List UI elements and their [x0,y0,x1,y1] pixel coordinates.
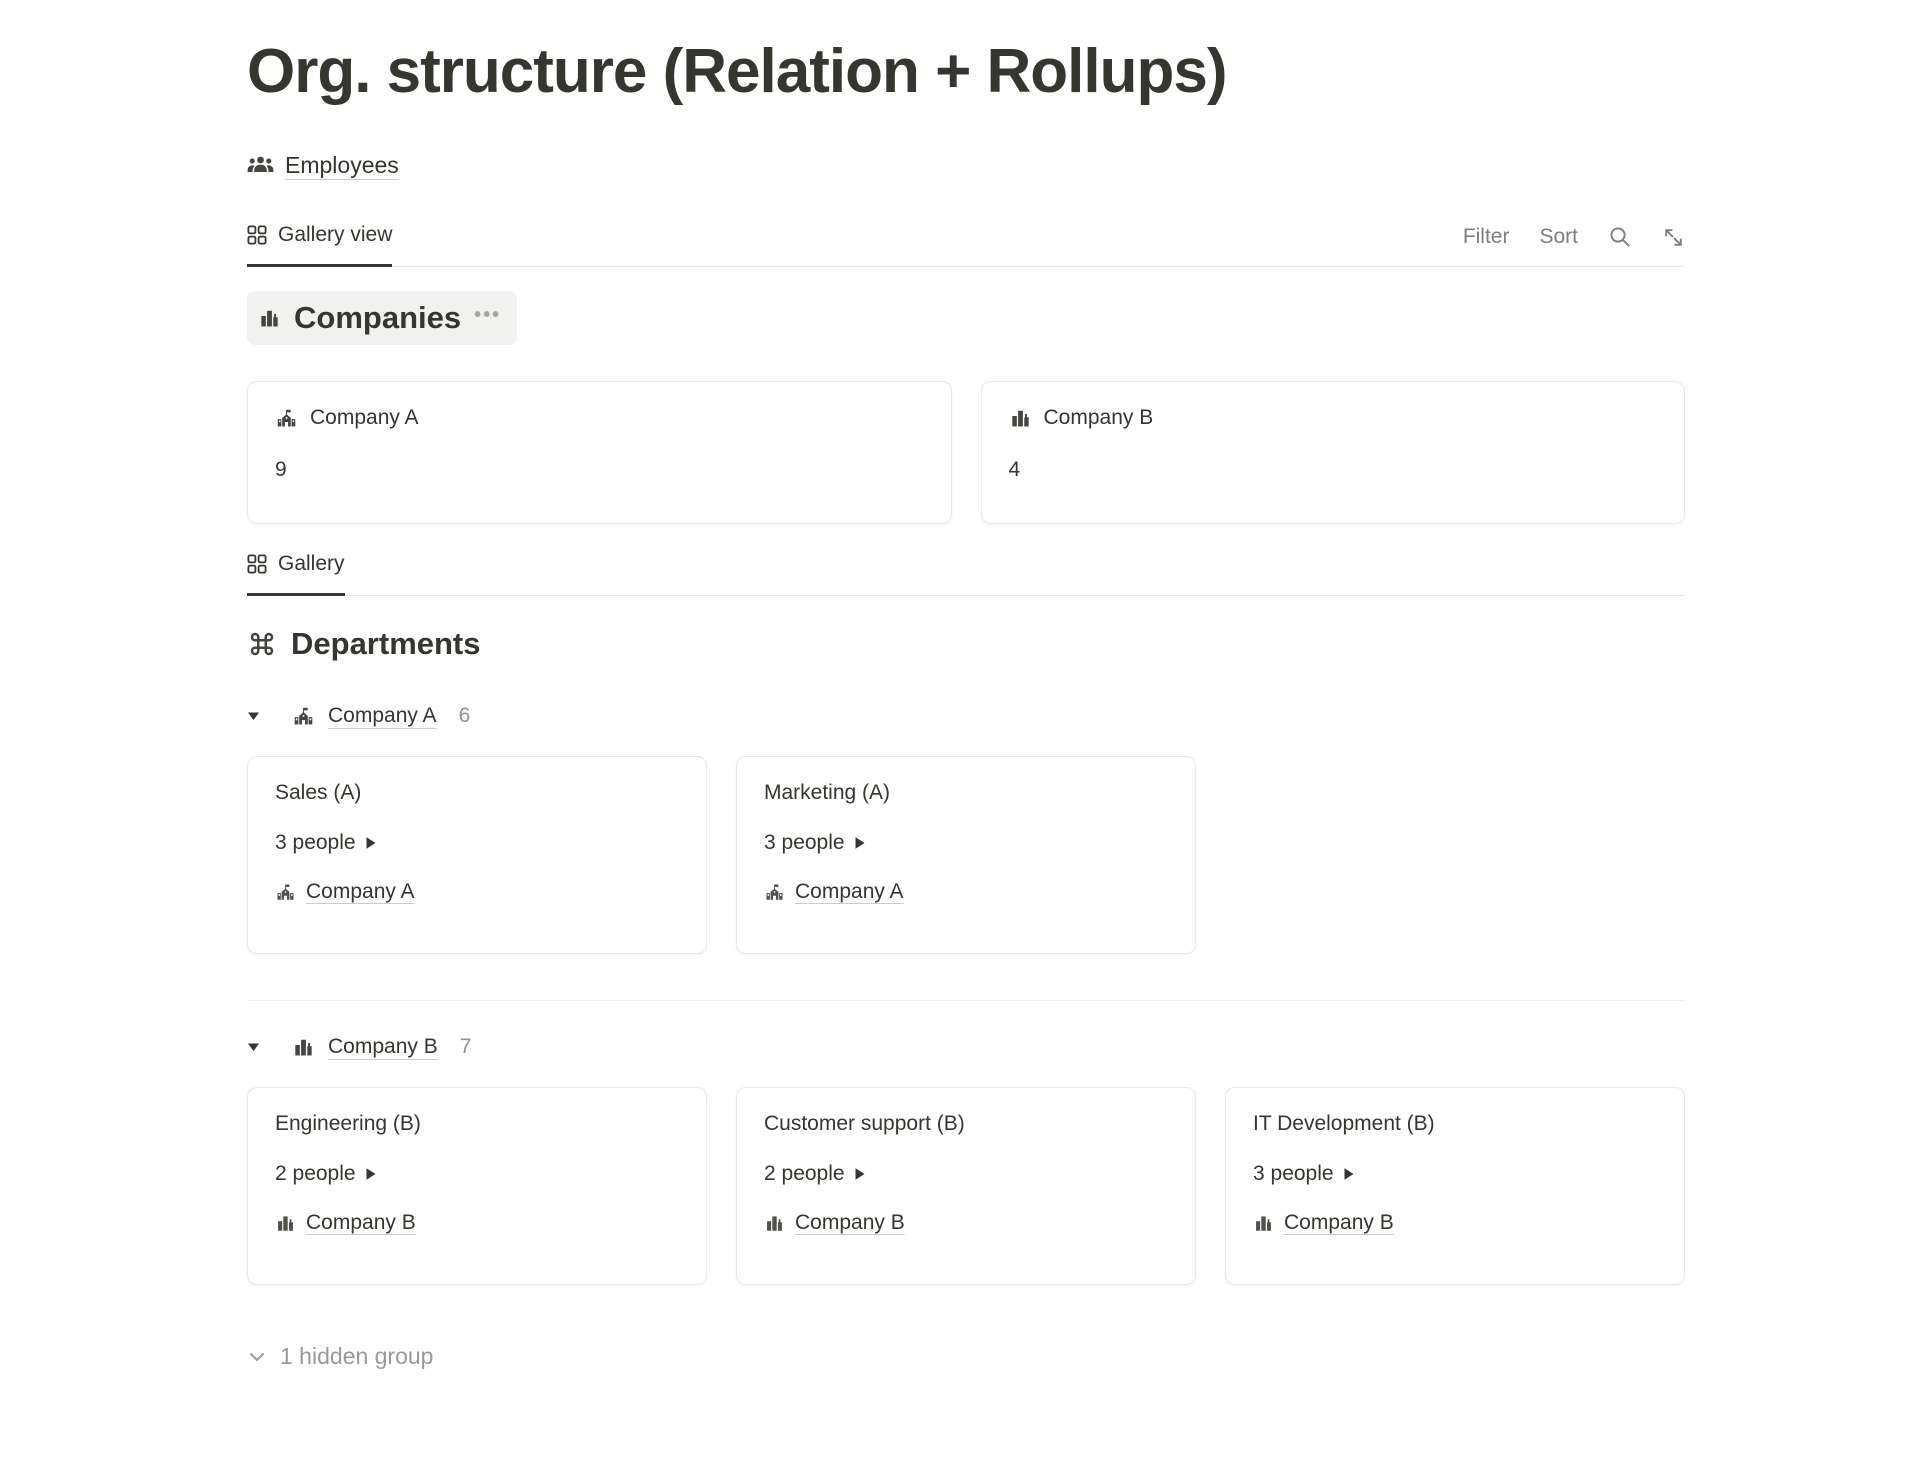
company-relation-link[interactable]: Company B [1284,1211,1394,1235]
group-divider [247,1000,1685,1002]
departments-db-title: Departments [291,626,481,662]
school-building-icon [764,882,785,903]
play-icon [365,1167,377,1181]
tab-gallery-view-label: Gallery view [278,223,393,247]
play-icon [1343,1167,1355,1181]
company-card-b-rollup: 4 [1008,458,1021,482]
gallery-grid-icon [247,554,267,574]
dept-card-it-development-b[interactable]: IT Development (B) 3 people Company B [1225,1087,1685,1286]
dept-card-title: Engineering (B) [275,1112,421,1136]
buildings-solid-icon [292,1036,315,1059]
company-relation-link[interactable]: Company A [795,880,904,904]
sort-button[interactable]: Sort [1539,225,1578,249]
company-relation-link[interactable]: Company B [795,1211,905,1235]
companies-card-grid: Company A 9 Company B 4 [247,381,1685,525]
dept-card-title: Sales (A) [275,781,362,805]
group-count: 7 [459,1035,472,1059]
company-card-a-title: Company A [310,406,419,430]
company-card-b-title: Company B [1043,406,1154,430]
play-icon [854,836,866,850]
company-relation-link[interactable]: Company A [306,880,415,904]
group-header-company-a: Company A 6 [247,704,1685,728]
people-count: 2 people [275,1162,356,1186]
school-building-icon [275,882,296,903]
hidden-group-label: 1 hidden group [280,1343,434,1370]
people-count: 3 people [275,831,356,855]
tab-gallery[interactable]: Gallery [247,552,345,597]
group-count: 6 [458,704,471,728]
group-link-company-b[interactable]: Company B [328,1035,438,1059]
companies-db-title: Companies [294,300,462,336]
buildings-solid-icon [275,1213,296,1234]
dept-card-engineering-b[interactable]: Engineering (B) 2 people Company B [247,1087,707,1286]
notion-page: Org. structure (Relation + Rollups) Empl… [247,37,1685,1370]
play-icon [854,1167,866,1181]
chevron-down-icon [247,1347,267,1367]
school-building-icon [292,705,315,728]
dept-card-title: IT Development (B) [1253,1112,1435,1136]
play-icon [365,836,377,850]
group-toggle-icon[interactable] [247,1041,262,1053]
filter-button[interactable]: Filter [1462,225,1510,249]
dept-card-sales-a[interactable]: Sales (A) 3 people [247,756,707,955]
school-building-icon [275,407,298,430]
departments-toolbar: Gallery [247,552,1685,597]
buildings-solid-icon [1009,407,1032,430]
buildings-solid-icon [258,307,281,330]
view-toolbar-actions: Filter Sort [1463,225,1685,266]
search-icon[interactable] [1608,225,1632,249]
view-toolbar: Gallery view Filter Sort [247,223,1685,268]
people-count: 2 people [764,1162,845,1186]
dept-card-title: Customer support (B) [764,1112,965,1136]
dept-card-customer-support-b[interactable]: Customer support (B) 2 people Company B [736,1087,1196,1286]
dept-card-marketing-a[interactable]: Marketing (A) 3 people [736,756,1196,955]
group-header-company-b: Company B 7 [247,1035,1685,1059]
company-relation-link[interactable]: Company B [306,1211,416,1235]
group-toggle-icon[interactable] [247,710,262,722]
buildings-solid-icon [764,1213,785,1234]
tab-gallery-label: Gallery [278,552,345,576]
departments-db-header[interactable]: Departments [247,626,481,662]
company-card-a[interactable]: Company A 9 [247,381,952,525]
companies-db-header[interactable]: Companies ••• [247,291,518,346]
people-icon [247,154,274,176]
people-count: 3 people [1253,1162,1334,1186]
hidden-group-toggle[interactable]: 1 hidden group [247,1343,433,1370]
group-a-card-grid: Sales (A) 3 people [247,756,1685,955]
page-title: Org. structure (Relation + Rollups) [247,37,1228,106]
tab-gallery-view[interactable]: Gallery view [247,223,393,268]
buildings-solid-icon [1253,1213,1274,1234]
dept-card-title: Marketing (A) [764,781,891,805]
command-icon [247,629,277,659]
gallery-grid-icon [247,225,267,245]
group-b-card-grid: Engineering (B) 2 people Company B [247,1087,1685,1286]
companies-menu-button[interactable]: ••• [474,303,502,326]
group-link-company-a[interactable]: Company A [328,704,437,728]
employees-link-label: Employees [285,151,399,178]
company-card-a-rollup: 9 [275,458,287,482]
employees-link[interactable]: Employees [247,152,399,179]
people-count: 3 people [764,831,845,855]
company-card-b[interactable]: Company B 4 [980,381,1685,525]
expand-icon[interactable] [1662,226,1685,249]
